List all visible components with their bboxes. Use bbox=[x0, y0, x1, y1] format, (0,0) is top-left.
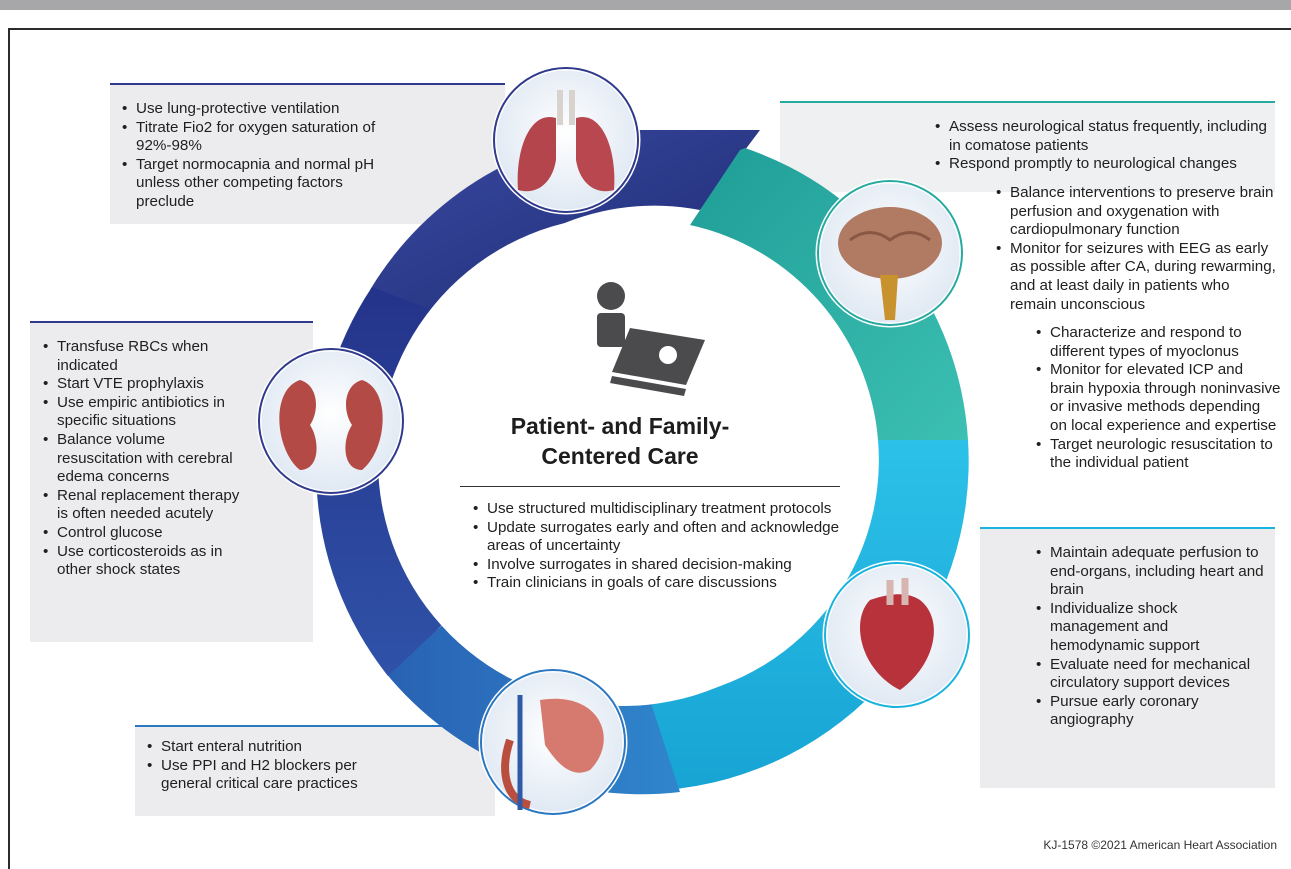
list-item: Balance volume resuscitation with cerebr… bbox=[43, 431, 243, 487]
center-title-line1: Patient- and Family- bbox=[510, 413, 730, 439]
lungs-medallion bbox=[491, 65, 641, 215]
list-item: Maintain adequate perfusion to end-organ… bbox=[1036, 544, 1266, 600]
list-item: Transfuse RBCs when indicated bbox=[43, 338, 243, 375]
brain-bullet-list-low: Characterize and respond to different ty… bbox=[1036, 324, 1281, 473]
list-item: Renal replacement therapy is often neede… bbox=[43, 487, 243, 524]
gut-bullet-list: Start enteral nutrition Use PPI and H2 b… bbox=[147, 738, 407, 794]
list-item: Balance interventions to preserve brain … bbox=[996, 184, 1276, 240]
list-item: Characterize and respond to different ty… bbox=[1036, 324, 1281, 361]
patient-bed-family-icon bbox=[597, 282, 705, 396]
list-item: Assess neurological status frequently, i… bbox=[935, 118, 1275, 155]
center-divider bbox=[460, 486, 840, 487]
list-item: Use empiric antibiotics in specific situ… bbox=[43, 394, 243, 431]
list-item: Involve surrogates in shared decision-ma… bbox=[473, 556, 843, 575]
list-item: Target neurologic resuscitation to the i… bbox=[1036, 436, 1281, 473]
brain-medallion bbox=[815, 178, 965, 328]
heart-bullet-list: Maintain adequate perfusion to end-organ… bbox=[1036, 544, 1266, 730]
list-item: Use structured multidisciplinary treatme… bbox=[473, 500, 843, 519]
list-item: Monitor for seizures with EEG as early a… bbox=[996, 240, 1276, 314]
list-item: Update surrogates early and often and ac… bbox=[473, 519, 843, 556]
list-item: Titrate Fio2 for oxygen saturation of 92… bbox=[122, 119, 392, 156]
list-item: Target normocapnia and normal pH unless … bbox=[122, 156, 392, 212]
list-item: Individualize shock management and hemod… bbox=[1036, 600, 1266, 656]
list-item: Start VTE prophylaxis bbox=[43, 375, 243, 394]
list-item: Start enteral nutrition bbox=[147, 738, 407, 757]
kidneys-bullet-list: Transfuse RBCs when indicated Start VTE … bbox=[43, 338, 243, 580]
figure-frame bbox=[8, 28, 1291, 869]
gut-medallion bbox=[478, 667, 628, 817]
list-item: Evaluate need for mechanical circulatory… bbox=[1036, 656, 1266, 693]
center-title: Patient- and Family- Centered Care bbox=[470, 411, 770, 471]
top-border-bar bbox=[0, 0, 1291, 10]
heart-medallion bbox=[822, 560, 972, 710]
list-item: Use PPI and H2 blockers per general crit… bbox=[147, 757, 407, 794]
list-item: Use corticosteroids as in other shock st… bbox=[43, 543, 243, 580]
brain-bullet-list-mid: Balance interventions to preserve brain … bbox=[996, 184, 1276, 314]
kidneys-medallion bbox=[256, 346, 406, 496]
list-item: Monitor for elevated ICP and brain hypox… bbox=[1036, 361, 1281, 435]
list-item: Respond promptly to neurological changes bbox=[935, 155, 1275, 174]
list-item: Pursue early coronary angiography bbox=[1036, 693, 1266, 730]
center-bullet-list: Use structured multidisciplinary treatme… bbox=[473, 500, 843, 593]
list-item: Use lung-protective ventilation bbox=[122, 100, 392, 119]
credit-line: KJ-1578 ©2021 American Heart Association bbox=[1043, 838, 1277, 852]
brain-bullet-list-top: Assess neurological status frequently, i… bbox=[935, 118, 1275, 174]
center-title-line2: Centered Care bbox=[541, 443, 699, 469]
ring-segment-heart bbox=[640, 440, 969, 790]
list-item: Control glucose bbox=[43, 524, 243, 543]
list-item: Train clinicians in goals of care discus… bbox=[473, 574, 843, 593]
lungs-bullet-list: Use lung-protective ventilation Titrate … bbox=[122, 100, 392, 212]
